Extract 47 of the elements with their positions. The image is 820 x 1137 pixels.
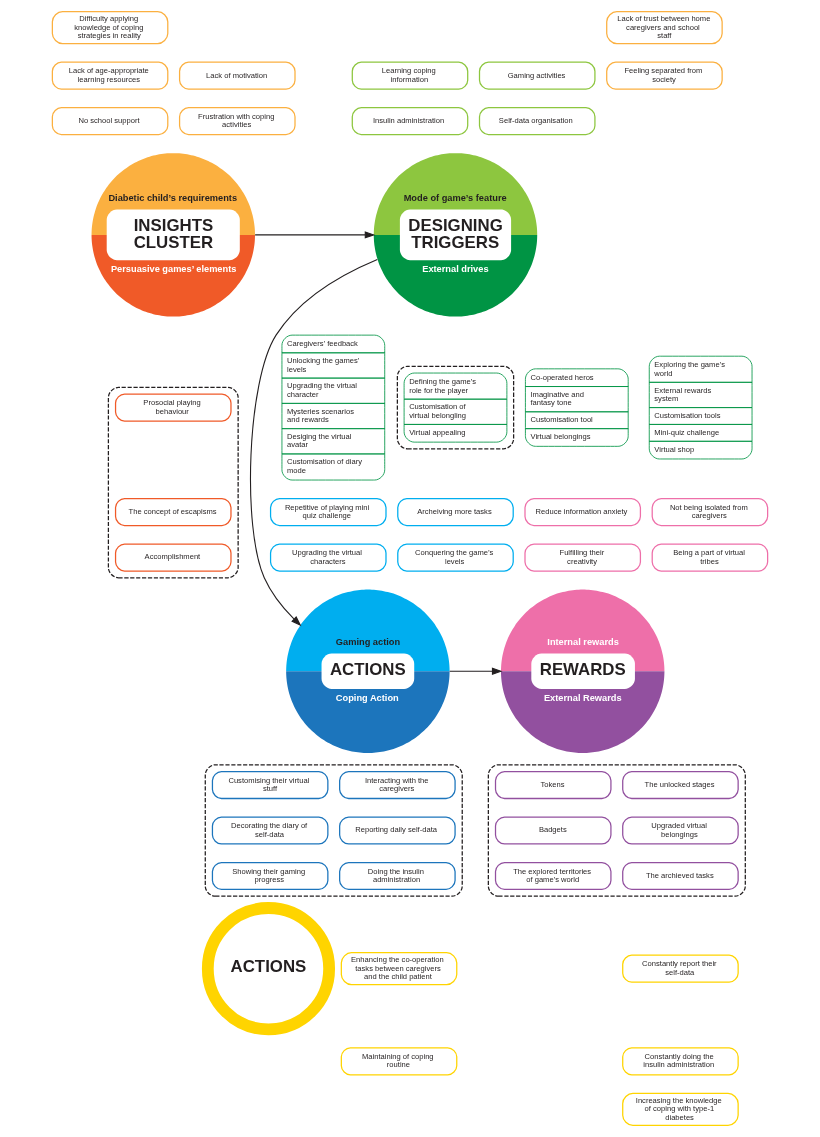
cluster — [487, 764, 746, 897]
node-box: Reporting daily self-data — [339, 816, 456, 845]
node-box: Self-data organisation — [478, 107, 596, 136]
node-box: Gaming activities — [478, 61, 596, 90]
node-box: Lack of trust between home caregivers and school staff — [606, 11, 723, 45]
node-box: Interacting with the caregivers — [339, 770, 456, 800]
node-box: Enhancing the co-operation tasks between caregivers and the child patient — [340, 952, 458, 986]
node-box: Upgraded virtual belongings — [622, 816, 739, 845]
node-box: Decorating the diary of self-data — [211, 816, 329, 845]
node-box: Badgets — [494, 816, 612, 845]
node-box: Tokens — [494, 770, 612, 800]
arrow — [449, 667, 503, 675]
node-box: Conquering the game’s levels — [397, 543, 514, 572]
node-box: Insulin administration — [351, 107, 469, 136]
arrow — [254, 231, 376, 239]
node-box: Constantly report their self-data — [622, 954, 739, 983]
node-box: Archeiving more tasks — [397, 497, 514, 527]
node-box: Prosocial playing behaviour — [114, 393, 232, 422]
node-box: The concept of escapisms — [114, 497, 232, 527]
node-box: The archieved tasks — [622, 861, 739, 891]
node-box: Constantly doing the insulin administration — [622, 1047, 739, 1076]
node-circle: ACTIONS — [201, 902, 335, 1036]
node-box: Customising their virtual stuff — [211, 770, 329, 800]
node-box: Maintaining of coping routine — [340, 1047, 458, 1076]
cluster — [107, 386, 239, 579]
node-box: Showing their gaming progress — [211, 861, 329, 891]
node-box: Increasing the knowledge of coping with type-1 diabetes — [622, 1092, 739, 1126]
arrow — [249, 258, 378, 627]
node-box: Doing the insulin administration — [339, 861, 456, 891]
node-box: Reduce information anxiety — [524, 497, 642, 527]
cluster — [396, 365, 515, 450]
node-box: Lack of age-appropriate learning resources — [51, 61, 169, 90]
node-box: Not being isolated from caregivers — [651, 497, 769, 527]
cluster — [204, 764, 463, 897]
node-box: The unlocked stages — [622, 770, 739, 800]
node-box: Being a part of virtual tribes — [651, 543, 769, 572]
node-box: Learning coping information — [351, 61, 469, 90]
node-box: Accomplishment — [114, 543, 232, 572]
node-box: No school support — [51, 107, 169, 136]
node-box: Lack of motivation — [178, 61, 296, 90]
node-box: Fulfilling their creativity — [524, 543, 642, 572]
node-box: Feeling separated from society — [606, 61, 723, 90]
node-box: Repetitive of playing mini quiz challenge — [269, 497, 387, 527]
node-box: Upgrading the virtual characters — [269, 543, 387, 572]
node-box: Difficulty applying knowledge of coping strategies in reality — [51, 11, 169, 45]
node-box: Frustration with coping activities — [178, 107, 296, 136]
node-box: The explored territories of game’s world — [494, 861, 612, 891]
